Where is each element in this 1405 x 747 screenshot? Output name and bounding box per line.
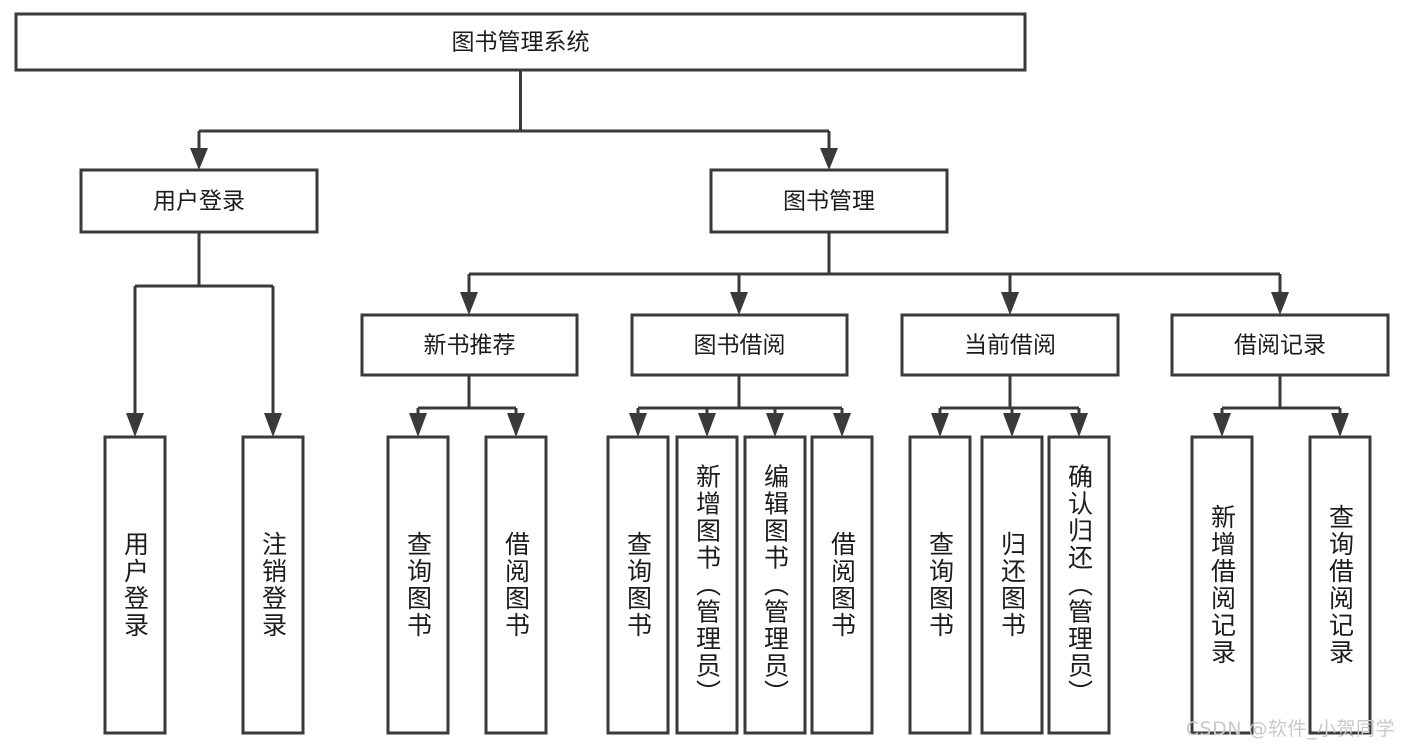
node-leaf-query-book-3[interactable]: 查询图书: [908, 435, 972, 735]
node-leaf-query-book-3-box[interactable]: [908, 435, 972, 735]
node-user-login-box[interactable]: [79, 168, 319, 234]
node-current-borrow[interactable]: 当前借阅: [900, 313, 1120, 377]
arrow-leaf-query-book-1: [409, 413, 427, 437]
node-current-borrow-label: 当前借阅: [964, 333, 1056, 359]
node-leaf-query-book-2-label: 查询图书: [624, 531, 653, 639]
node-leaf-query-borrow-record-label: 查询借阅记录: [1326, 504, 1355, 666]
node-root[interactable]: 图书管理系统: [14, 12, 1027, 72]
arrow-leaf-query-borrow-record: [1331, 413, 1349, 437]
node-leaf-borrow-book-1[interactable]: 借阅图书: [484, 435, 548, 735]
node-user-login[interactable]: 用户登录: [79, 168, 319, 234]
node-leaf-return-book[interactable]: 归还图书: [980, 435, 1044, 735]
node-book-manage-box[interactable]: [709, 168, 949, 234]
arrow-leaf-borrow-book-1: [507, 413, 525, 437]
node-leaf-add-borrow-record[interactable]: 新增借阅记录: [1190, 435, 1254, 735]
node-leaf-edit-book[interactable]: 编辑图书（管理员）: [743, 435, 807, 735]
arrow-leaf-user-login: [126, 413, 144, 437]
node-leaf-user-logout-label: 注销登录: [259, 531, 288, 639]
node-leaf-return-book-label: 归还图书: [998, 531, 1027, 639]
arrow-leaf-query-book-2: [629, 413, 647, 437]
node-leaf-user-login-box[interactable]: [103, 435, 167, 735]
node-leaf-user-login-label: 用户登录: [121, 531, 150, 639]
node-leaf-query-book-3-label: 查询图书: [926, 531, 955, 639]
arrow-user-login: [190, 148, 208, 170]
arrow-leaf-edit-book: [766, 413, 784, 437]
node-user-login-label: 用户登录: [153, 189, 245, 215]
node-leaf-borrow-book-2-label: 借阅图书: [828, 531, 857, 639]
node-leaf-query-book-2[interactable]: 查询图书: [606, 435, 670, 735]
arrow-current-borrow: [1001, 292, 1019, 315]
arrow-leaf-confirm-return: [1070, 413, 1088, 437]
arrow-leaf-add-borrow-record: [1213, 413, 1231, 437]
node-new-book-recommend-box[interactable]: [360, 313, 579, 377]
arrow-new-book-recommend: [460, 292, 478, 315]
node-leaf-borrow-book-1-box[interactable]: [484, 435, 548, 735]
arrow-leaf-add-book: [698, 413, 716, 437]
node-leaf-query-borrow-record[interactable]: 查询借阅记录: [1308, 435, 1372, 735]
node-leaf-confirm-return[interactable]: 确认归还（管理员）: [1047, 435, 1111, 735]
csdn-watermark: CSDN @软件_小贺同学: [1185, 718, 1395, 740]
node-new-book-recommend[interactable]: 新书推荐: [360, 313, 579, 377]
node-book-borrow[interactable]: 图书借阅: [630, 313, 849, 377]
node-borrow-record-label: 借阅记录: [1234, 333, 1326, 359]
node-leaf-edit-book-label: 编辑图书（管理员）: [761, 464, 790, 707]
node-new-book-recommend-label: 新书推荐: [424, 333, 516, 359]
arrow-book-manage: [820, 148, 838, 170]
node-leaf-add-borrow-record-label: 新增借阅记录: [1208, 504, 1237, 666]
node-leaf-query-borrow-record-box[interactable]: [1308, 435, 1372, 735]
node-borrow-record-box[interactable]: [1170, 313, 1390, 377]
node-leaf-borrow-book-1-label: 借阅图书: [502, 531, 531, 639]
node-leaf-confirm-return-label: 确认归还（管理员）: [1065, 464, 1094, 707]
arrow-leaf-return-book: [1003, 413, 1021, 437]
node-book-borrow-label: 图书借阅: [694, 333, 786, 359]
arrow-borrow-record: [1271, 292, 1289, 315]
node-leaf-user-logout[interactable]: 注销登录: [241, 435, 305, 735]
arrow-leaf-borrow-book-2: [833, 413, 851, 437]
arrow-book-borrow: [730, 292, 748, 315]
node-leaf-user-logout-box[interactable]: [241, 435, 305, 735]
node-root-box[interactable]: [14, 12, 1027, 72]
node-leaf-query-book-1-label: 查询图书: [404, 531, 433, 639]
node-leaf-query-book-1-box[interactable]: [386, 435, 450, 735]
node-book-manage[interactable]: 图书管理: [709, 168, 949, 234]
node-leaf-return-book-box[interactable]: [980, 435, 1044, 735]
node-leaf-borrow-book-2[interactable]: 借阅图书: [810, 435, 874, 735]
node-leaf-query-book-2-box[interactable]: [606, 435, 670, 735]
arrow-leaf-query-book-3: [931, 413, 949, 437]
node-leaf-add-book-box[interactable]: [675, 435, 739, 735]
node-book-manage-label: 图书管理: [783, 189, 875, 215]
node-leaf-add-book-label: 新增图书（管理员）: [693, 464, 722, 707]
node-leaf-query-book-1[interactable]: 查询图书: [386, 435, 450, 735]
node-leaf-confirm-return-box[interactable]: [1047, 435, 1111, 735]
node-current-borrow-box[interactable]: [900, 313, 1120, 377]
node-root-label: 图书管理系统: [452, 30, 590, 56]
node-leaf-add-borrow-record-box[interactable]: [1190, 435, 1254, 735]
node-leaf-edit-book-box[interactable]: [743, 435, 807, 735]
node-layer: 图书管理系统 用户登录 图书管理 新书推荐 图书借阅 当前: [14, 12, 1390, 735]
connector-layer: [126, 70, 1349, 437]
node-book-borrow-box[interactable]: [630, 313, 849, 377]
node-leaf-user-login[interactable]: 用户登录: [103, 435, 167, 735]
node-leaf-add-book[interactable]: 新增图书（管理员）: [675, 435, 739, 735]
arrow-leaf-user-logout: [264, 413, 282, 437]
node-borrow-record[interactable]: 借阅记录: [1170, 313, 1390, 377]
node-leaf-borrow-book-2-box[interactable]: [810, 435, 874, 735]
